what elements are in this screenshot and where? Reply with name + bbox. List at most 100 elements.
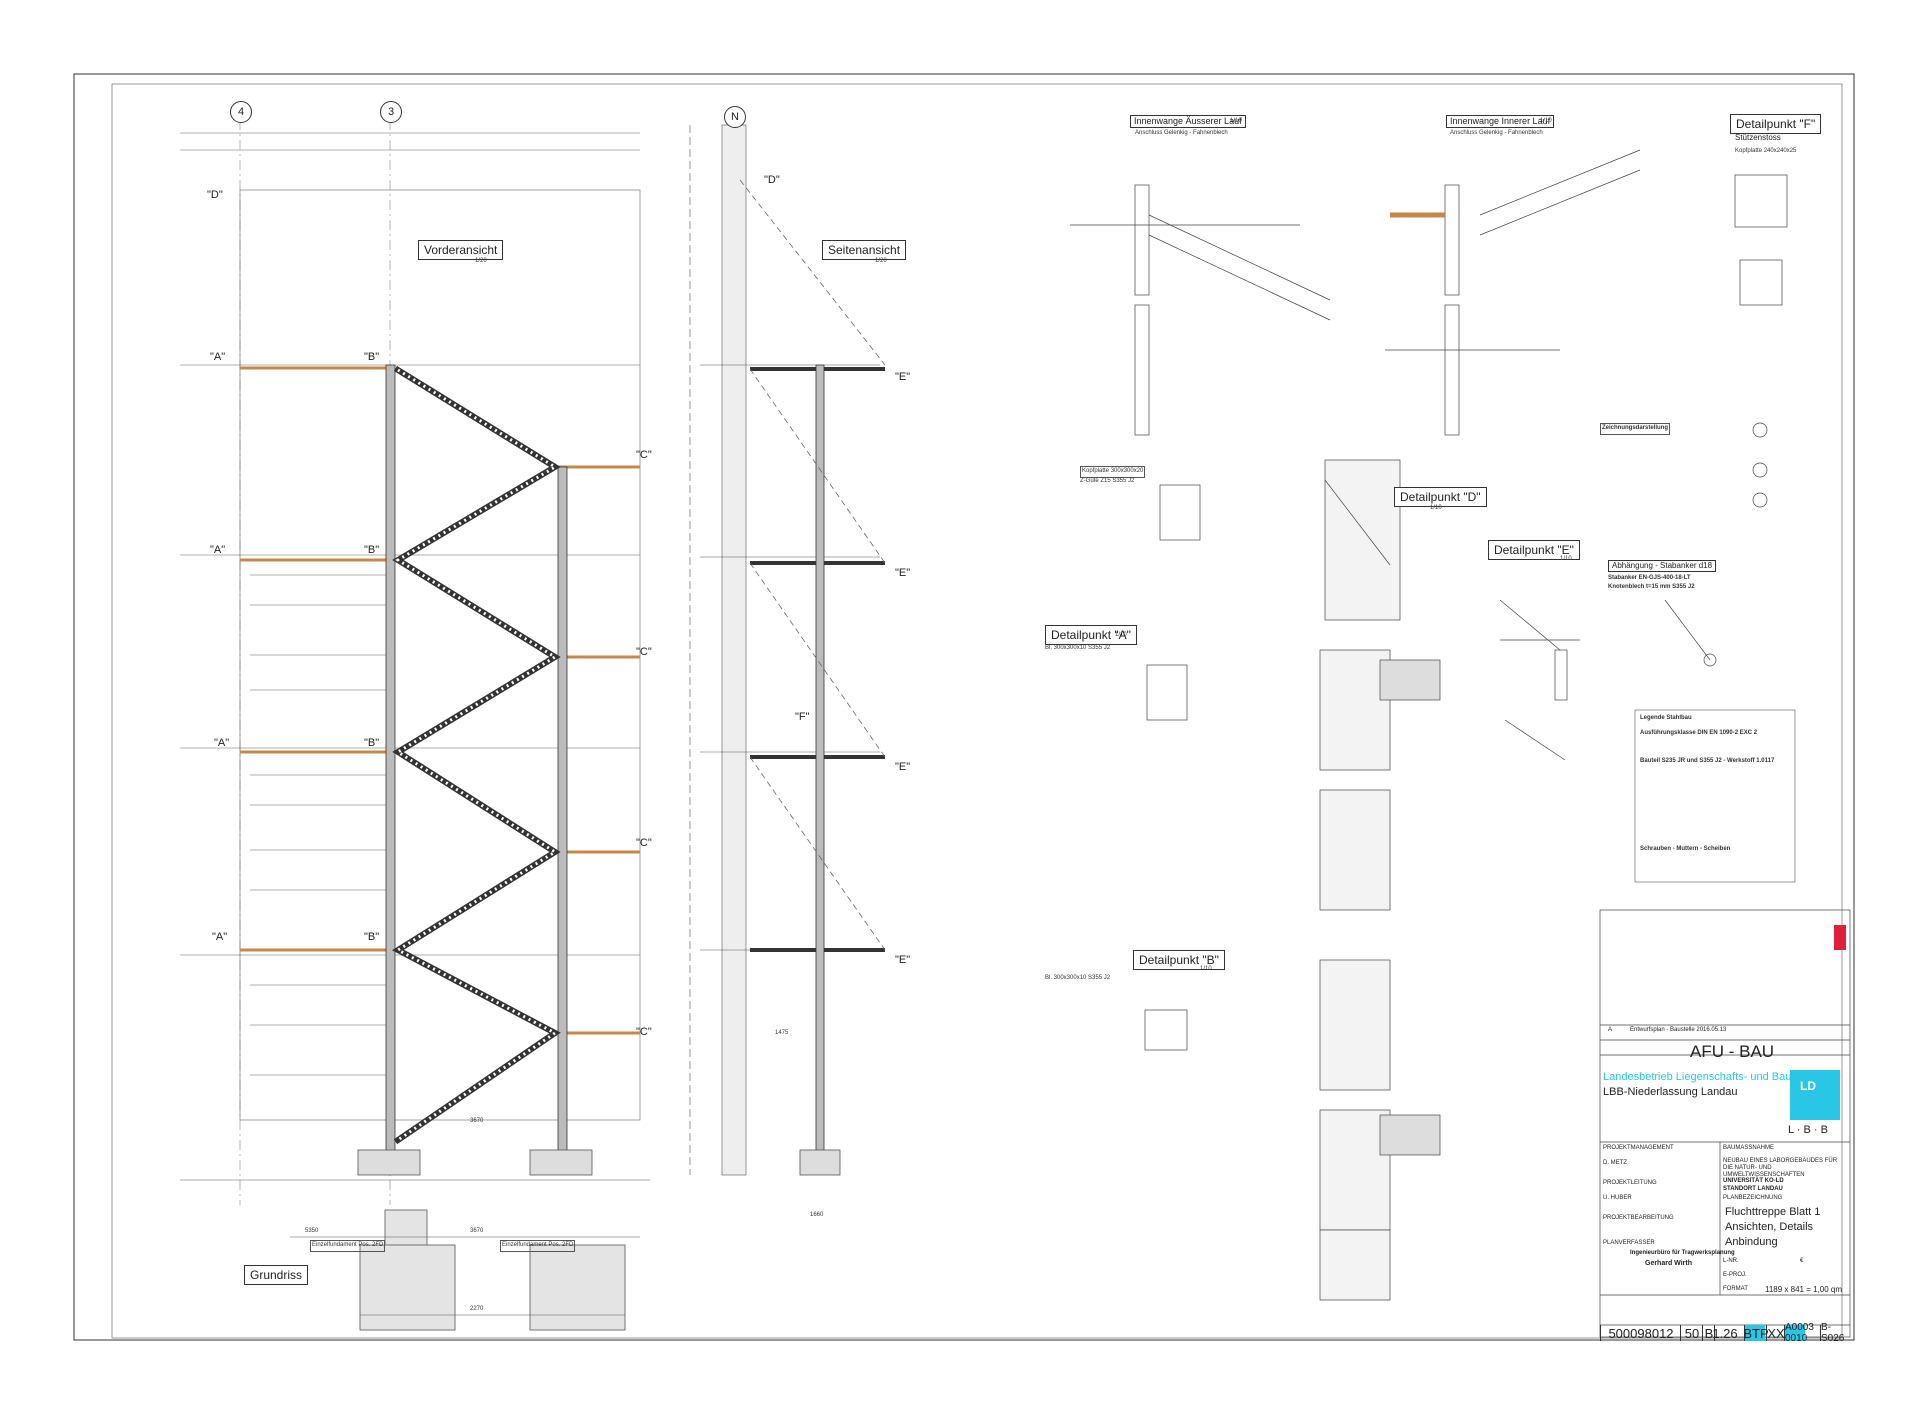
legend-title: Legende Stahlbau bbox=[1640, 715, 1692, 721]
tb-logo: L · B · B bbox=[1788, 1124, 1828, 1136]
tb-plan-3: Anbindung bbox=[1725, 1236, 1778, 1248]
side-label-e3: "E" bbox=[895, 761, 911, 773]
front-view-scale: 1/20 bbox=[475, 258, 487, 264]
side-view-scale: 1/20 bbox=[875, 258, 887, 264]
detail-f-note: Kopfplatte 240x240x25 bbox=[1735, 148, 1797, 154]
plan-dim-3670: 3670 bbox=[470, 1228, 484, 1234]
tb-plan-label: PLANBEZEICHNUNG bbox=[1723, 1195, 1783, 1201]
label-d: "D" bbox=[207, 189, 223, 201]
tb-uni: UNIVERSITÄT KO-LD bbox=[1723, 1178, 1784, 1184]
front-dim-3670: 3670 bbox=[470, 1118, 484, 1124]
detail-kopf-spec: Z-Güte Z15 S355 J2 bbox=[1080, 478, 1135, 484]
tb-code-6: XX bbox=[1766, 1325, 1785, 1341]
side-view-title: Seitenansicht bbox=[822, 240, 907, 260]
label-b2: "B" bbox=[364, 544, 380, 556]
side-label-e1: "E" bbox=[895, 371, 911, 383]
legend-line-1: Ausführungsklasse DIN EN 1090-2 EXC 2 bbox=[1640, 730, 1758, 736]
detail-abh-spec2: Knotenblech t=15 mm S355 J2 bbox=[1608, 584, 1695, 590]
axis-n-marker: N bbox=[724, 106, 746, 128]
tb-code-1: 500098012 bbox=[1600, 1325, 1681, 1341]
tb-project-mgmt-label: PROJEKTMANAGEMENT bbox=[1603, 1145, 1674, 1151]
detail-innen-scale: 1/10 bbox=[1540, 118, 1552, 124]
tb-index-text: Entwurfsplan - Baustelle 2016.05.13 bbox=[1630, 1027, 1727, 1033]
plan-foundation-2: Einzelfundament Pos. 2FD bbox=[500, 1240, 576, 1252]
detail-b-title: Detailpunkt "B" bbox=[1133, 950, 1225, 970]
tb-plan-2: Ansichten, Details bbox=[1725, 1221, 1814, 1233]
side-dim-1475: 1475 bbox=[775, 1030, 789, 1036]
tb-plan-1: Fluchttreppe Blatt 1 bbox=[1725, 1206, 1821, 1218]
plan-dim-5350: 5350 bbox=[305, 1228, 319, 1234]
tb-planner-label: PLANVERFASSER bbox=[1603, 1240, 1655, 1246]
label-b3: "B" bbox=[364, 737, 380, 749]
tb-code-2: 50 bbox=[1680, 1325, 1703, 1341]
label-a1: "A" bbox=[210, 351, 226, 363]
detail-b-scale: 1/10 bbox=[1200, 966, 1212, 972]
detail-a-spec: Bl. 300x300x10 S355 J2 bbox=[1045, 645, 1111, 651]
tb-planner-name: Gerhard Wirth bbox=[1645, 1260, 1692, 1267]
detail-innen-title: Innenwange Innerer Lauf bbox=[1446, 115, 1555, 128]
legend-note: Zeichnungsdarstellung bbox=[1600, 423, 1671, 435]
tb-code-8: B-S026 bbox=[1820, 1322, 1851, 1344]
detail-d-scale: 1/10 bbox=[1430, 505, 1442, 511]
detail-aussen-title: Innenwange Äusserer Lauf bbox=[1130, 115, 1246, 128]
detail-a-scale: 1/10 bbox=[1115, 632, 1127, 638]
tb-org-1: Landesbetrieb Liegenschafts- und Baubetr… bbox=[1603, 1071, 1841, 1083]
plan-foundation-1: Einzelfundament Pos. 2FD bbox=[310, 1240, 386, 1252]
tb-euro: € bbox=[1800, 1258, 1804, 1264]
tb-project-mgmt-name: D. METZ bbox=[1603, 1160, 1627, 1166]
label-b4: "B" bbox=[364, 931, 380, 943]
label-a2: "A" bbox=[210, 544, 226, 556]
tb-index: A bbox=[1608, 1027, 1613, 1033]
side-dim-1660: 1660 bbox=[810, 1212, 824, 1218]
label-a3: "A" bbox=[214, 737, 230, 749]
plan-dim-2270: 2270 bbox=[470, 1306, 484, 1312]
detail-innen-sub: Anschluss Gelenkig - Fahnenblech bbox=[1450, 130, 1543, 136]
tb-editor-label: PROJEKTBEARBEITUNG bbox=[1603, 1215, 1674, 1221]
front-view-title: Vorderansicht bbox=[418, 240, 504, 260]
side-label-d: "D" bbox=[764, 174, 780, 186]
label-a4: "A" bbox=[212, 931, 228, 943]
side-label-e2: "E" bbox=[895, 567, 911, 579]
label-c2: "C" bbox=[636, 646, 652, 658]
tb-project-big: AFU - BAU bbox=[1690, 1042, 1775, 1061]
detail-abh-title: Abhängung - Stabanker d18 bbox=[1608, 560, 1717, 572]
tb-code-3: B bbox=[1702, 1325, 1715, 1341]
tb-code-5: BTP bbox=[1743, 1325, 1769, 1341]
tb-lead-label: PROJEKTLEITUNG bbox=[1603, 1180, 1657, 1186]
tb-code-4: 1.26 bbox=[1712, 1325, 1738, 1341]
plan-view-title: Grundriss bbox=[244, 1265, 309, 1285]
label-b1: "B" bbox=[364, 351, 380, 363]
detail-abh-spec1: Stabanker EN-GJS-400-18-LT bbox=[1608, 575, 1691, 581]
detail-f-sub: Stützenstoss bbox=[1735, 133, 1781, 142]
tb-lead-name: U. HUBER bbox=[1603, 1195, 1632, 1201]
legend-line-2: Bauteil S235 JR und S355 J2 - Werkstoff … bbox=[1640, 758, 1775, 764]
tb-lnr: L-NR. bbox=[1723, 1258, 1739, 1264]
detail-e-title: Detailpunkt "E" bbox=[1488, 540, 1580, 560]
detail-e-scale: 1/10 bbox=[1560, 556, 1572, 562]
tb-format-label: FORMAT bbox=[1723, 1286, 1748, 1292]
tb-measure-text: NEUBAU EINES LABORGEBÄUDES FÜR DIE NATUR… bbox=[1723, 1158, 1838, 1179]
detail-kopf-title: Kopfplatte 300x300x20 bbox=[1080, 466, 1146, 478]
detail-b-spec: Bl. 300x300x10 S355 J2 bbox=[1045, 975, 1111, 981]
detail-aussen-sub: Anschluss Gelenkig - Fahnenblech bbox=[1135, 130, 1228, 136]
legend-line-3: Schrauben - Muttern - Scheiben bbox=[1640, 846, 1731, 852]
side-label-e4: "E" bbox=[895, 954, 911, 966]
label-c1: "C" bbox=[636, 449, 652, 461]
tb-logo-ld: LD bbox=[1800, 1079, 1816, 1093]
tb-eproj: E-PROJ. bbox=[1723, 1272, 1747, 1278]
label-c3: "C" bbox=[636, 837, 652, 849]
tb-planner-firm: Ingenieurbüro für Tragwerksplanung bbox=[1630, 1250, 1735, 1256]
tb-format: 1189 x 841 = 1,00 qm bbox=[1765, 1285, 1843, 1294]
detail-d-title: Detailpunkt "D" bbox=[1394, 487, 1487, 507]
detail-aussen-scale: 1/10 bbox=[1230, 118, 1242, 124]
label-c4: "C" bbox=[636, 1026, 652, 1038]
tb-site: STANDORT LANDAU bbox=[1723, 1186, 1783, 1192]
side-label-f: "F" bbox=[795, 711, 810, 723]
tb-measure-label: BAUMASSNAHME bbox=[1723, 1145, 1775, 1151]
axis-4-marker: 4 bbox=[230, 101, 252, 123]
detail-a-title: Detailpunkt "A" bbox=[1045, 625, 1137, 645]
tb-code-7: A0003 0010 bbox=[1784, 1322, 1821, 1344]
detail-f-title: Detailpunkt "F" bbox=[1730, 114, 1822, 134]
